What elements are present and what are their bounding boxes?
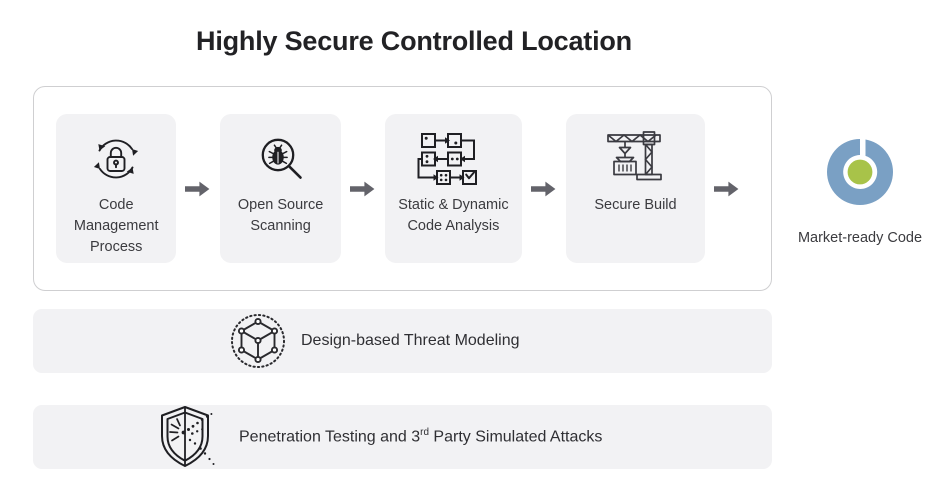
outcome-label: Market-ready Code bbox=[797, 230, 923, 246]
outcome-block: Market-ready Code bbox=[790, 133, 930, 249]
band-label-suffix: Party Simulated Attacks bbox=[428, 428, 603, 446]
band-label-prefix: Penetration Testing and 3 bbox=[239, 428, 421, 446]
shield-impact-icon bbox=[153, 402, 225, 472]
pipeline-step-open-source-scanning[interactable]: Open Source Scanning bbox=[220, 114, 341, 263]
band-penetration-testing[interactable]: Penetration Testing and 3rd Party Simula… bbox=[33, 405, 772, 469]
arrow-right-icon bbox=[705, 180, 749, 198]
bug-magnifier-icon bbox=[220, 127, 340, 191]
brand-b-logo bbox=[821, 133, 899, 216]
cube-network-icon bbox=[229, 312, 287, 370]
arrow-right-icon bbox=[341, 180, 385, 198]
pipeline-step-static-dynamic-code-analysis[interactable]: Static & Dynamic Code Analysis bbox=[384, 114, 522, 263]
pipeline-step-code-management-process[interactable]: Code Management Process bbox=[56, 114, 177, 263]
pipeline-step-label: Secure Build bbox=[594, 197, 677, 213]
flowchart-icon bbox=[385, 127, 522, 191]
crane-icon bbox=[566, 127, 705, 191]
pipeline-step-label: Code Management Process bbox=[73, 197, 159, 256]
pipeline-step-secure-build[interactable]: Secure Build bbox=[566, 114, 705, 263]
arrow-right-icon bbox=[176, 180, 220, 198]
band-label: Design-based Threat Modeling bbox=[301, 332, 520, 349]
band-label-ordinal-suffix: rd bbox=[420, 427, 429, 439]
arrow-right-icon bbox=[522, 180, 566, 198]
band-design-based-threat-modeling[interactable]: Design-based Threat Modeling bbox=[33, 309, 772, 373]
band-label: Penetration Testing and 3rd Party Simula… bbox=[239, 427, 602, 446]
page-title: Highly Secure Controlled Location bbox=[196, 26, 632, 56]
lock-cycle-icon bbox=[56, 127, 176, 191]
pipeline-step-label: Static & Dynamic Code Analysis bbox=[398, 197, 509, 235]
pipeline-container: Code Management Process bbox=[33, 86, 772, 291]
pipeline-row: Code Management Process bbox=[34, 87, 771, 290]
pipeline-step-label: Open Source Scanning bbox=[237, 197, 324, 235]
